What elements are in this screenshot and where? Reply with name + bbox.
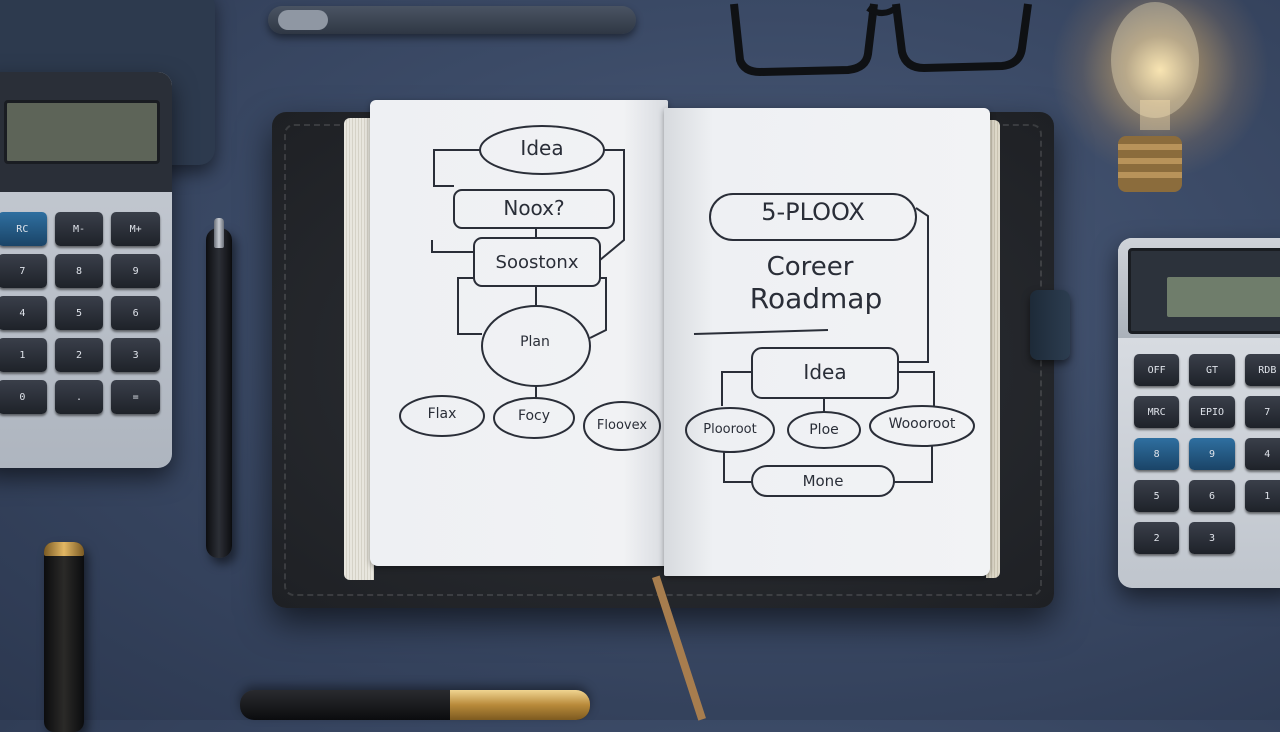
calc-key[interactable]: 7 [0,254,47,288]
notebook-strap [1030,290,1070,360]
calc-key[interactable]: 1 [0,338,47,372]
calc-key[interactable]: 8 [1134,438,1180,470]
right-node-left: Plooroot [703,422,757,437]
calc-key[interactable]: 2 [54,338,104,372]
calc-key[interactable]: MRC [1134,396,1180,428]
calc-key[interactable]: 5 [54,296,104,330]
left-node-idea: Idea [520,136,564,160]
calc-key[interactable]: 4 [0,296,47,330]
fountain-pen-vertical [206,218,232,558]
calculator-display [1128,248,1280,334]
calc-key[interactable]: 4 [1244,438,1280,470]
right-node-idea: Idea [803,360,847,384]
right-page-flowchart [685,193,975,497]
calc-key[interactable]: EPIO [1189,396,1235,428]
calc-key[interactable]: 8 [54,254,104,288]
right-node-mid: Ploe [809,422,839,438]
light-bulb-icon [1111,2,1199,192]
pen-horizontal-bottom [240,690,590,720]
calculator-display [4,100,160,164]
left-node-bottom-right: Floovex [596,418,648,433]
calc-key[interactable]: 6 [111,296,160,330]
right-title-line2: Roadmap [749,282,883,315]
calc-key[interactable]: 7 [1244,396,1280,428]
calc-key[interactable]: 9 [1189,438,1235,470]
calc-key[interactable]: = [111,380,160,414]
calc-key[interactable]: M- [54,212,104,246]
calc-key[interactable]: 0 [0,380,47,414]
left-node-3: Soostonx [495,252,579,273]
left-node-2: Noox? [503,196,565,220]
calc-key[interactable]: M+ [111,212,160,246]
calc-key[interactable]: OFF [1134,354,1180,386]
zipper-pull [268,6,636,34]
right-calculator: OFF GT RDB MRC EPIO 7 8 9 4 5 6 1 2 3 [1118,238,1280,588]
notebook-left-page [370,100,668,566]
calc-key[interactable]: GT [1189,354,1235,386]
right-node-header: 5-PLOOX [761,198,865,226]
pen-gold-cap [44,542,84,732]
calc-key[interactable]: 9 [111,254,160,288]
left-node-center: Plan [520,334,550,350]
calc-key[interactable]: 2 [1134,522,1180,554]
left-node-bottom-left: Flax [427,406,457,422]
calc-key[interactable]: 3 [111,338,160,372]
calc-key[interactable]: RC [0,212,47,246]
notebook-right-page [664,108,990,576]
left-page-flowchart [399,125,661,451]
left-calculator: RC M- M+ 7 8 9 4 5 6 1 2 3 0 . = [0,72,172,468]
left-node-bottom-mid: Focy [517,408,551,424]
calc-key[interactable]: 1 [1244,480,1280,512]
calc-key[interactable]: . [54,380,104,414]
calc-key[interactable]: 6 [1189,480,1235,512]
eyeglasses [730,3,1032,77]
right-node-bottom: Mone [802,472,844,490]
right-title-line1: Coreer [766,252,854,282]
calc-key[interactable]: 3 [1189,522,1235,554]
right-node-right: Woooroot [888,416,956,432]
calc-key[interactable]: 5 [1134,480,1180,512]
calc-key[interactable]: RDB [1244,354,1280,386]
